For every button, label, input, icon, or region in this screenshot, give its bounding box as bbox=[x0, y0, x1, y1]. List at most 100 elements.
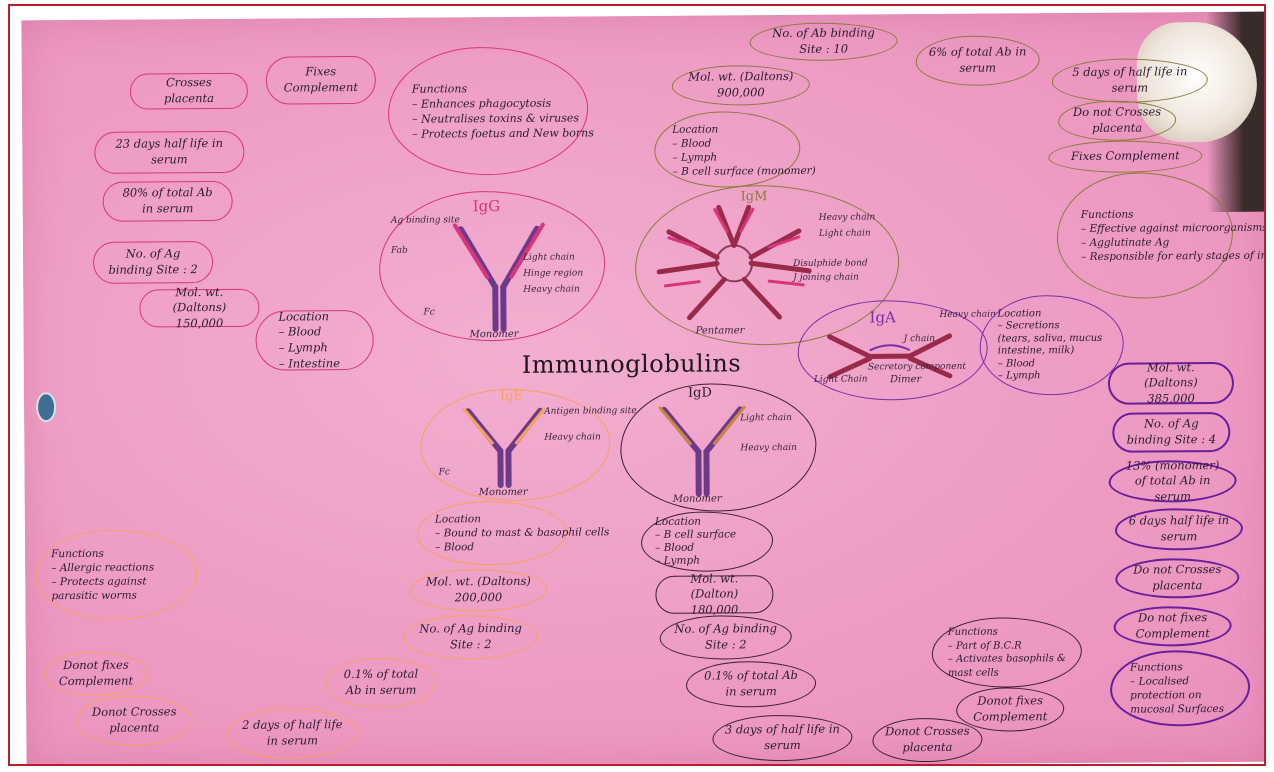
ige-label: Heavy chain bbox=[544, 432, 601, 443]
ige-label: Fc bbox=[438, 467, 450, 478]
ige-function-item: – Allergic reactions bbox=[51, 561, 155, 574]
igd-location-item: – Lymph bbox=[655, 554, 700, 568]
iga-location-item: – Lymph bbox=[997, 370, 1041, 382]
ige-complement-text: Donot fixes Complement bbox=[58, 658, 134, 689]
ige-placenta-text: Donot Crosses placenta bbox=[91, 704, 177, 735]
ige-caption: Monomer bbox=[478, 486, 528, 499]
igg-molwt-text: Mol. wt. (Daltons) 150,000 bbox=[172, 284, 227, 331]
igd-functions-title: Functions bbox=[947, 626, 998, 638]
iga-location-item: – Blood bbox=[997, 357, 1036, 370]
ige-molwt-text: Mol. wt. (Daltons) 200,000 bbox=[425, 574, 531, 605]
iga-function-item: – Localised protection on mucosal Surfac… bbox=[1129, 675, 1225, 716]
igm-caption: Pentamer bbox=[695, 325, 745, 337]
igm-location-title: Location bbox=[672, 123, 719, 136]
ige-label: Antigen binding site bbox=[544, 406, 637, 417]
igg-placenta-bubble: Crosses placenta bbox=[129, 72, 249, 110]
iga-functions-title: Functions bbox=[1129, 660, 1183, 674]
ige-location-item: – Bound to mast & basophil cells bbox=[434, 526, 610, 540]
igg-label: Fab bbox=[390, 245, 408, 256]
igd-label: Light chain bbox=[740, 412, 793, 424]
igd-location-item: – B cell surface bbox=[654, 528, 737, 541]
igg-location-title: Location bbox=[278, 309, 330, 324]
ige-binding-text: No. of Ag binding Site : 2 bbox=[419, 621, 522, 652]
igm-label: Disulphide bond bbox=[793, 258, 868, 269]
igg-function-item: – Protects foetus and New borns bbox=[412, 126, 594, 141]
igg-molwt-bubble: Mol. wt. (Daltons) 150,000 bbox=[139, 285, 260, 330]
igm-location-item: – B cell surface (monomer) bbox=[672, 164, 816, 178]
igd-functions-text: Functions – Part of B.C.R – Activates ba… bbox=[940, 619, 1082, 686]
igm-percent-text: 6% of total Ab in serum bbox=[928, 44, 1027, 75]
igm-pentamer-diagram bbox=[656, 204, 812, 321]
iga-binding-text: No. of Ag binding Site : 4 bbox=[1126, 416, 1217, 447]
igm-location-text: Location – Blood – Lymph – B cell surfac… bbox=[662, 115, 816, 186]
igd-molwt-bubble: Mol. wt. (Dalton) 180,000 bbox=[655, 571, 774, 616]
ige-location-item: – Blood bbox=[435, 541, 475, 554]
igm-complement-text: Fixes Complement bbox=[1070, 148, 1180, 164]
igd-location-title: Location bbox=[654, 515, 702, 528]
igm-function-item: – Effective against microorganisms bbox=[1080, 221, 1266, 235]
igg-label: Ag binding site bbox=[390, 215, 460, 226]
igg-antibody-diagram bbox=[452, 222, 545, 333]
iga-location-text: Location – Secretions (tears, saliva, mu… bbox=[987, 297, 1124, 394]
ige-functions-text: Functions – Allergic reactions – Protect… bbox=[39, 533, 196, 616]
ige-function-item: – Protects against parasitic worms bbox=[51, 575, 147, 603]
igd-function-item: – Activates basophils & mast cells bbox=[947, 653, 1066, 679]
igg-label: Hinge region bbox=[523, 268, 584, 279]
poster-title: Immunoglobulins bbox=[521, 349, 742, 379]
ige-antibody-diagram bbox=[462, 407, 546, 489]
igd-halflife-text: 3 days of half life in serum bbox=[724, 722, 840, 753]
igm-binding-text: No. of Ab binding Site : 10 bbox=[772, 25, 875, 56]
iga-complement-text: Do not fixes Complement bbox=[1135, 610, 1210, 641]
iga-molwt-bubble: Mol. wt. (Daltons) 385,000 bbox=[1107, 359, 1235, 406]
iga-halflife-text: 6 days half life in serum bbox=[1128, 513, 1230, 544]
igm-placenta-text: Do not Crosses placenta bbox=[1072, 104, 1162, 135]
igd-title: IgD bbox=[687, 385, 712, 401]
ige-functions-title: Functions bbox=[51, 547, 104, 560]
igm-location-item: – Lymph bbox=[672, 151, 718, 164]
igm-halflife-text: 5 days of half life in serum bbox=[1072, 64, 1188, 95]
igd-percent-text: 0.1% of total Ab in serum bbox=[704, 668, 798, 699]
image-frame: Immunoglobulins Crosses placenta Fixes C… bbox=[8, 4, 1266, 766]
igm-label: Heavy chain bbox=[818, 212, 876, 223]
igg-functions-text: Functions – Enhances phagocytosis – Neut… bbox=[394, 56, 594, 167]
igm-label: Light chain bbox=[818, 228, 871, 239]
igg-percent-text: 80% of total Ab in serum bbox=[122, 185, 213, 216]
igg-label: Fc bbox=[423, 307, 435, 318]
ige-location-text: Location – Bound to mast & basophil cell… bbox=[425, 503, 610, 564]
igg-function-item: – Enhances phagocytosis bbox=[411, 96, 552, 111]
igd-caption: Monomer bbox=[672, 493, 722, 505]
igg-caption: Monomer bbox=[469, 328, 519, 341]
igg-function-item: – Neutralises toxins & viruses bbox=[412, 111, 580, 126]
igd-label: Heavy chain bbox=[740, 442, 797, 454]
igg-location-bubble: Location – Blood – Lymph – Intestine bbox=[255, 309, 374, 371]
igg-placenta-text: Crosses placenta bbox=[163, 75, 215, 106]
igd-location-item: – Blood bbox=[655, 541, 695, 554]
ige-percent-text: 0.1% of total Ab in serum bbox=[343, 667, 419, 698]
igg-percent-bubble: 80% of total Ab in serum bbox=[102, 180, 233, 222]
iga-placenta-text: Do not Crosses placenta bbox=[1133, 562, 1222, 593]
igm-functions-title: Functions bbox=[1080, 208, 1134, 221]
poster-paper: Immunoglobulins Crosses placenta Fixes C… bbox=[21, 11, 1266, 764]
igm-molwt-text: Mol. wt. (Daltons) 900,000 bbox=[688, 69, 794, 100]
igd-function-item: – Part of B.C.R bbox=[947, 639, 1022, 652]
igd-molwt-text: Mol. wt. (Dalton) 180,000 bbox=[690, 571, 739, 617]
igm-label: J joining chain bbox=[793, 272, 859, 283]
iga-dimer-diagram bbox=[827, 333, 953, 380]
pushpin-icon bbox=[35, 392, 57, 423]
igg-complement-text: Fixes Complement bbox=[283, 64, 359, 95]
igg-binding-bubble: No. of Ag binding Site : 2 bbox=[92, 241, 214, 284]
iga-location-item: intestine, milk) bbox=[997, 345, 1075, 357]
igg-label: Heavy chain bbox=[523, 284, 580, 295]
igg-complement-bubble: Fixes Complement bbox=[265, 55, 376, 105]
iga-binding-bubble: No. of Ag binding Site : 4 bbox=[1112, 411, 1231, 453]
igg-location-item: – Blood bbox=[278, 324, 322, 340]
iga-molwt-text: Mol. wt. (Daltons) 385,000 bbox=[1144, 359, 1198, 406]
igd-binding-text: No. of Ag binding Site : 2 bbox=[674, 621, 777, 652]
igd-placenta-text: Donot Crosses placenta bbox=[885, 724, 970, 755]
iga-location-title: Location bbox=[997, 307, 1042, 320]
igg-label: Light chain bbox=[523, 252, 575, 263]
iga-label: J chain bbox=[903, 333, 936, 345]
igd-antibody-diagram bbox=[658, 405, 746, 497]
igm-function-item: – Responsible for early stages of immuni… bbox=[1081, 249, 1266, 264]
igg-functions-title: Functions bbox=[411, 82, 468, 96]
